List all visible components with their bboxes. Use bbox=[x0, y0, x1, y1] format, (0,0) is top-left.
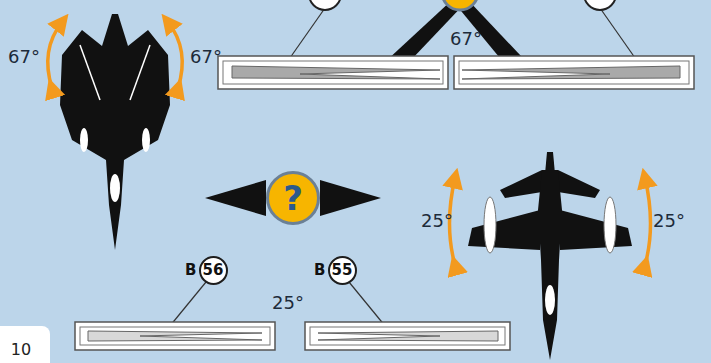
pointer-triangles bbox=[205, 180, 381, 216]
angle-label: 25° bbox=[653, 210, 685, 231]
callout-prefix: B bbox=[314, 261, 325, 279]
angle-label: 67° bbox=[190, 46, 222, 67]
callout-prefix: B bbox=[185, 261, 196, 279]
angle-label: 25° bbox=[272, 292, 304, 313]
angle-label: 25° bbox=[421, 210, 453, 231]
angle-label: 67° bbox=[450, 28, 482, 49]
callout-number: 56 bbox=[203, 261, 224, 279]
top-wing-pair bbox=[218, 0, 694, 89]
callout-number: 55 bbox=[332, 261, 353, 279]
aircraft-swept bbox=[48, 14, 182, 250]
callout-circle: B56 bbox=[199, 256, 228, 285]
question-badge: ? bbox=[266, 171, 320, 225]
angle-label: 67° bbox=[8, 46, 40, 67]
page-number: 10 bbox=[11, 340, 31, 359]
callout-circle: B55 bbox=[328, 256, 357, 285]
question-mark: ? bbox=[283, 181, 303, 215]
page-tab bbox=[0, 326, 50, 363]
bottom-wing-pair bbox=[75, 282, 510, 350]
